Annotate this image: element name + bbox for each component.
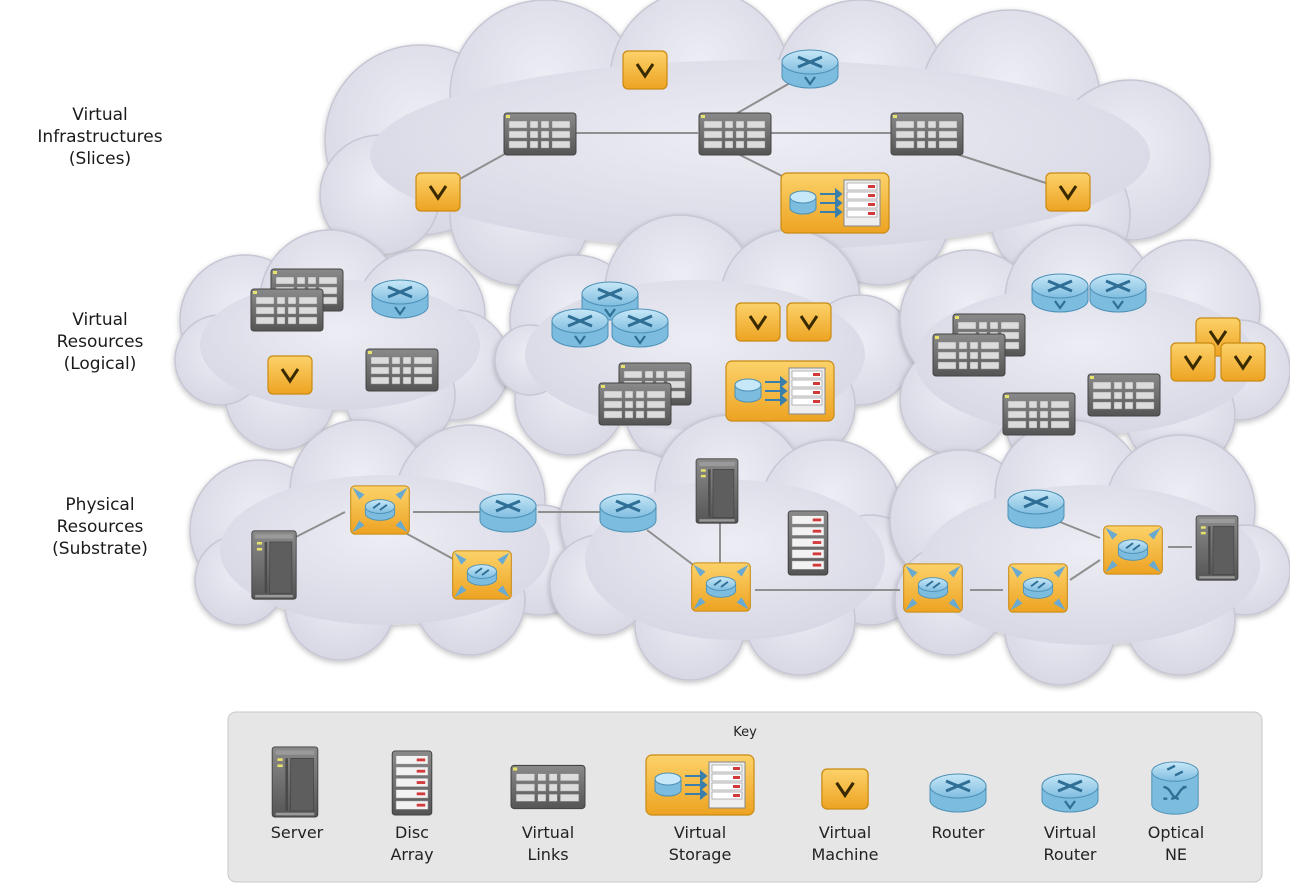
key-title: Key (733, 725, 757, 740)
key-label-virtual-machine-2: Machine (812, 845, 879, 864)
cloud-virtual-resources-1 (174, 229, 511, 451)
virtual-storage-icon (645, 754, 755, 816)
virtual-links-icon (250, 288, 324, 332)
key-label-optical-ne-2: NE (1165, 845, 1187, 864)
virtual-machine-icon (786, 302, 832, 342)
server-icon (251, 530, 297, 600)
virtual-storage-icon (725, 360, 835, 422)
cloud-physical-resources-2 (549, 414, 926, 681)
virtual-router-icon (610, 307, 670, 349)
key-label-virtual-machine-1: Virtual (819, 823, 871, 842)
virtual-links-icon (1087, 373, 1161, 417)
key-label-disc-array-2: Array (390, 845, 433, 864)
server-icon (271, 746, 319, 818)
virtual-links-icon (365, 348, 439, 392)
optical-ne-icon (902, 563, 964, 613)
physical-substrate-links (279, 511, 1192, 591)
layer-label-physical-resources: Physical Resources (Substrate) (52, 495, 148, 559)
router-icon (1006, 488, 1066, 530)
virtual-router-icon (1088, 272, 1148, 314)
key-label-virtual-router-1: Virtual (1044, 823, 1096, 842)
virtual-links-icon (598, 382, 672, 426)
server-icon (695, 458, 739, 524)
key-label-virtual-storage-2: Storage (669, 845, 732, 864)
virtual-machine-icon (1045, 172, 1091, 212)
virtual-machine-icon (622, 50, 668, 90)
router-icon (928, 772, 988, 814)
virtual-links-icon (503, 112, 577, 156)
virtual-router-icon (780, 48, 840, 90)
virtual-infrastructure-links (457, 82, 1053, 191)
virtual-links-icon (510, 764, 586, 810)
virtual-machine-icon (267, 355, 313, 395)
cloud-physical-resources-3 (889, 419, 1290, 686)
optical-ne-icon (451, 550, 513, 600)
router-icon (478, 492, 538, 534)
key-label-optical-ne-1: Optical (1148, 823, 1205, 842)
virtual-router-icon (370, 278, 430, 320)
optical-ne-icon (690, 562, 752, 612)
key-label-router: Router (931, 823, 984, 842)
server-icon (1195, 515, 1239, 581)
key-label-disc-array-1: Disc (395, 823, 429, 842)
virtual-router-icon (550, 307, 610, 349)
virtual-router-icon (1030, 272, 1090, 314)
key-label-server: Server (271, 823, 324, 842)
router-icon (598, 492, 658, 534)
virtual-machine-icon (820, 768, 870, 810)
cloud-physical-resources-1 (189, 419, 596, 661)
layer-label-virtual-infrastructures: Virtual Infrastructures (Slices) (37, 105, 163, 169)
virtual-links-icon (890, 112, 964, 156)
virtual-links-icon (698, 112, 772, 156)
layer-label-virtual-resources: Virtual Resources (Logical) (56, 310, 144, 374)
virtual-machine-icon (1220, 342, 1266, 382)
optical-ne-icon (349, 485, 411, 535)
virtual-router-icon (1040, 772, 1100, 814)
optical-ne-icon (1150, 760, 1200, 816)
virtual-machine-icon (735, 302, 781, 342)
optical-ne-icon (1007, 563, 1069, 613)
virtual-storage-icon (780, 172, 890, 234)
disc-array-icon (787, 510, 829, 576)
key-label-virtual-links-1: Virtual (522, 823, 574, 842)
virtual-machine-icon (1170, 342, 1216, 382)
virtual-links-icon (932, 333, 1006, 377)
key-panel: Key Server Disc Array Virtual Links Virt… (227, 711, 1263, 883)
disc-array-icon (391, 750, 433, 816)
virtual-links-icon (1002, 392, 1076, 436)
key-label-virtual-storage-1: Virtual (674, 823, 726, 842)
virtual-machine-icon (415, 172, 461, 212)
key-label-virtual-router-2: Router (1043, 845, 1096, 864)
optical-ne-icon (1102, 525, 1164, 575)
key-label-virtual-links-2: Links (527, 845, 568, 864)
